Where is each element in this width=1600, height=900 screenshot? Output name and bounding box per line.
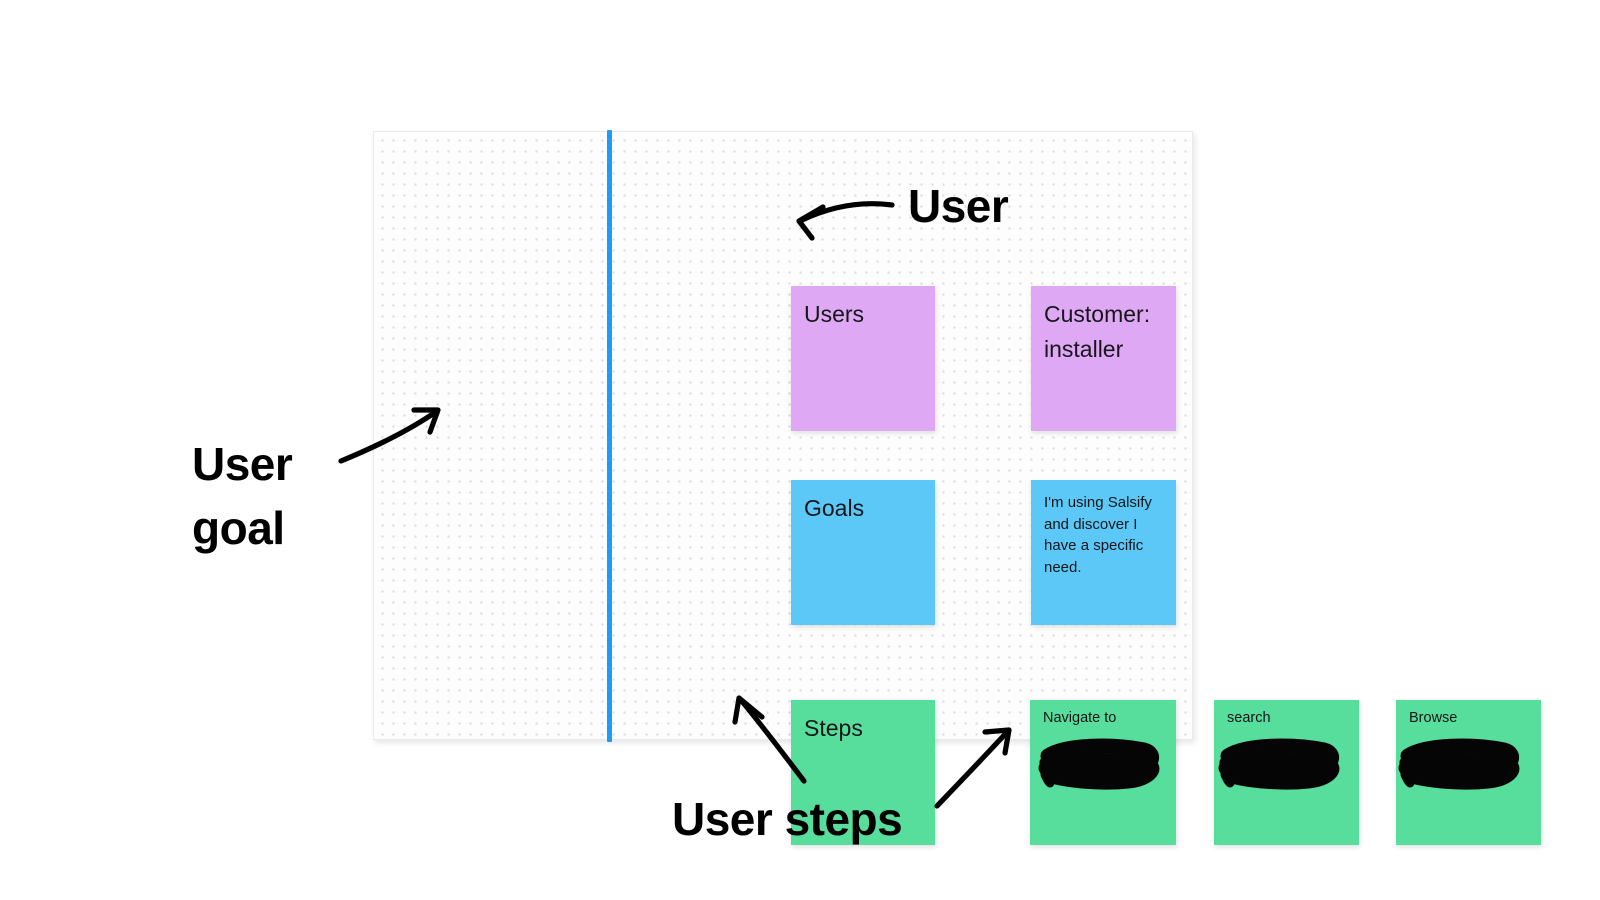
sticky-note-user-goal-text: I'm using Salsify and discover I have a … (1044, 494, 1157, 576)
sticky-note-users-label: Users (804, 301, 865, 327)
sticky-note-step-3-label: Browse (1409, 710, 1458, 726)
sticky-note-step-1-label: Navigate to (1043, 710, 1117, 726)
sticky-note-users[interactable]: Users (791, 286, 935, 431)
sticky-note-steps-label: Steps (804, 715, 863, 741)
sticky-note-steps[interactable]: Steps (791, 700, 935, 845)
annotation-user: User (908, 180, 1009, 232)
sticky-note-user-goal[interactable]: I'm using Salsify and discover I have a … (1031, 480, 1176, 625)
annotation-user-steps: User steps (672, 793, 903, 845)
sticky-note-step-2-label: search (1227, 710, 1271, 726)
sticky-note-customer-text: Customer: installer (1044, 301, 1151, 362)
whiteboard-canvas[interactable]: Users Goals Steps Customer: installer I'… (373, 131, 1541, 845)
redaction-scribble-icon (1398, 738, 1520, 790)
annotation-user-goal: User goal (192, 438, 293, 554)
arrow-to-step-3-icon (934, 727, 1012, 809)
redaction-scribble-icon (1218, 738, 1340, 790)
sticky-note-customer[interactable]: Customer: installer (1031, 286, 1176, 431)
sticky-note-goals-label: Goals (804, 495, 865, 521)
sticky-note-step-search[interactable]: search (1214, 700, 1359, 845)
sticky-note-step-navigate-to[interactable]: Navigate to (1030, 700, 1176, 845)
swimlane-divider (607, 130, 612, 742)
sticky-note-goals[interactable]: Goals (791, 480, 935, 625)
redaction-scribble-icon (1038, 738, 1160, 790)
sticky-note-step-browse[interactable]: Browse (1396, 700, 1541, 845)
